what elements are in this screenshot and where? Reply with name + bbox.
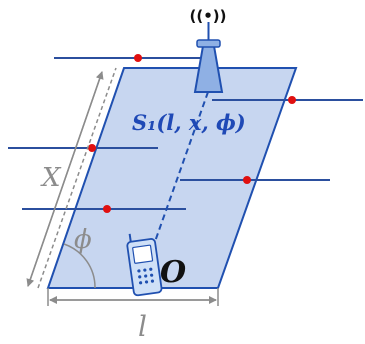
signal-link — [151, 91, 209, 251]
intersection-dot-3 — [88, 144, 96, 152]
l-dimension-label: l — [138, 310, 147, 343]
intersection-dots — [88, 54, 296, 213]
region-label: S₁(l, x, ϕ) — [132, 110, 246, 135]
intersection-dot-1 — [134, 54, 142, 62]
x-dimension — [26, 67, 117, 289]
intersection-dot-5 — [103, 205, 111, 213]
mobile-phone-icon — [126, 233, 163, 297]
x-dimension-label: X — [40, 163, 62, 193]
origin-label: O — [160, 255, 186, 290]
angle-arc — [63, 243, 96, 289]
road-lines — [8, 57, 363, 210]
intersection-dot-4 — [243, 176, 251, 184]
intersection-dot-2 — [288, 96, 296, 104]
l-dimension — [47, 288, 219, 306]
cell-tower-icon — [193, 22, 224, 93]
angle-label: ϕ — [74, 225, 92, 255]
signal-waves-icon: ((•)) — [189, 7, 226, 25]
